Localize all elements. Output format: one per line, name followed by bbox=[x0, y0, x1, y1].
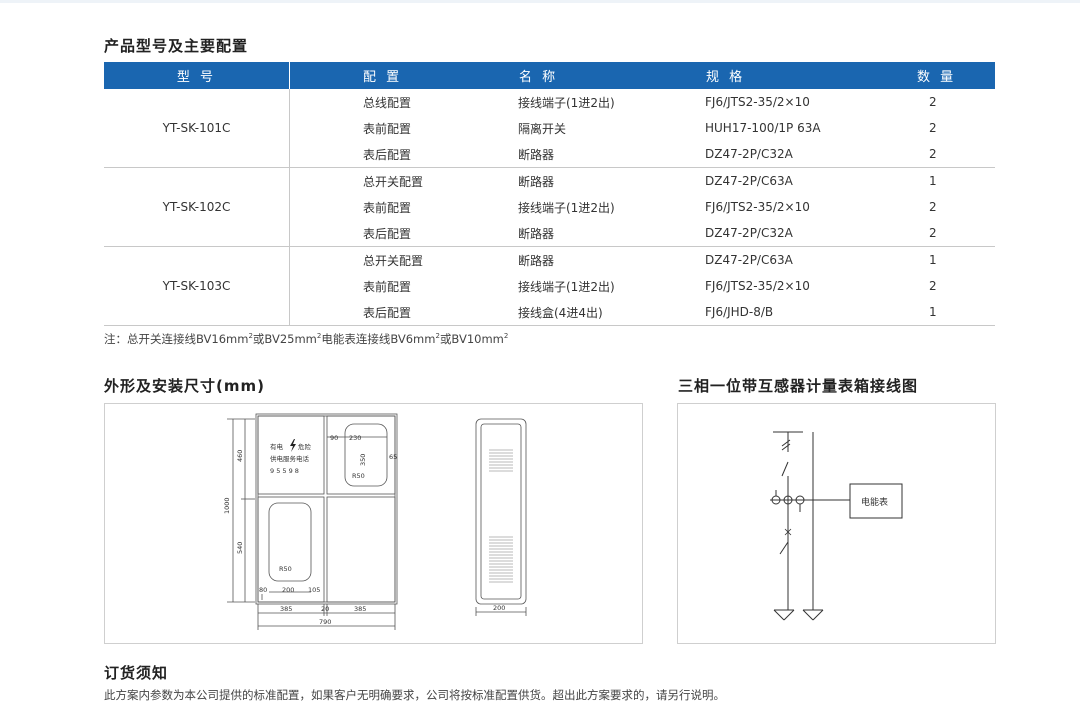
dim-385-left: 385 bbox=[280, 605, 292, 613]
warning-text-2: 供电服务电话 bbox=[270, 454, 310, 463]
table-header-row: 型 号 配 置 名 称 规 格 数 量 bbox=[104, 62, 995, 89]
table-row: 表前配置 接线端子(1进2出) FJ6/JTS2-35/2×10 2 bbox=[104, 194, 995, 220]
dim-depth: 200 bbox=[493, 604, 505, 612]
name-cell: 隔离开关 bbox=[518, 121, 567, 136]
config-cell: 总开关配置 bbox=[363, 174, 424, 189]
dim-80: 80 bbox=[259, 586, 267, 594]
dimensions-title: 外形及安装尺寸(mm) bbox=[104, 377, 265, 395]
name-cell: 断路器 bbox=[518, 253, 555, 268]
dim-105: 105 bbox=[308, 586, 320, 594]
config-cell: 表后配置 bbox=[289, 141, 518, 168]
dim-90: 90 bbox=[330, 434, 338, 442]
name-cell: 断路器 bbox=[518, 141, 705, 168]
dim-230: 230 bbox=[349, 434, 361, 442]
table-row: YT-SK-101C 总线配置 接线端子(1进2出) FJ6/JTS2-35/2… bbox=[104, 89, 995, 168]
table-row: 表后配置 断路器 DZ47-2P/C32A 2 bbox=[104, 141, 995, 168]
config-cell: 表前配置 bbox=[363, 200, 412, 215]
order-notice: 此方案内参数为本公司提供的标准配置，如果客户无明确要求，公司将按标准配置供货。超… bbox=[104, 688, 725, 702]
spec-cell: FJ6/JTS2-35/2×10 bbox=[705, 279, 810, 293]
config-cell: 表后配置 bbox=[289, 220, 518, 247]
config-cell: 表前配置 bbox=[363, 279, 412, 294]
wiring-diagram-panel: 电能表 bbox=[677, 403, 996, 644]
model-cell: YT-SK-102C bbox=[104, 167, 290, 247]
warning-text-3: 9 5 5 9 8 bbox=[270, 467, 299, 475]
meter-label: 电能表 bbox=[861, 496, 888, 508]
wiring-title: 三相一位带互感器计量表箱接线图 bbox=[678, 377, 919, 395]
header-spec: 规 格 bbox=[705, 62, 917, 89]
qty-cell: 2 bbox=[917, 141, 995, 168]
header-model: 型 号 bbox=[104, 62, 290, 89]
dimension-drawing-panel: 1000 460 540 有电 危险 供电服务电话 9 5 5 9 8 90 2… bbox=[104, 403, 643, 644]
dim-total-height: 1000 bbox=[223, 497, 231, 514]
dim-385-right: 385 bbox=[354, 605, 366, 613]
table-row: 表前配置 隔离开关 HUH17-100/1P 63A 2 bbox=[104, 115, 995, 141]
product-config-table: 型 号 配 置 名 称 规 格 数 量 YT-SK-101C 总线配置 接线端子… bbox=[104, 62, 995, 326]
wiring-diagram: 电能表 bbox=[770, 431, 903, 621]
name-cell: 断路器 bbox=[518, 220, 705, 247]
warning-text-1b: 危险 bbox=[298, 442, 312, 451]
spec-cell: DZ47-2P/C63A bbox=[705, 174, 793, 188]
dim-bottom-height: 540 bbox=[236, 542, 244, 554]
qty-cell: 2 bbox=[917, 220, 995, 247]
table-row: 表前配置 接线端子(1进2出) FJ6/JTS2-35/2×10 2 bbox=[104, 273, 995, 299]
table-row: YT-SK-103C 总开关配置 断路器 DZ47-2P/C63A 1 bbox=[104, 246, 995, 326]
products-title: 产品型号及主要配置 bbox=[104, 37, 249, 55]
qty-cell: 1 bbox=[929, 174, 937, 188]
dim-r50-bottom: R50 bbox=[279, 565, 292, 573]
name-cell: 接线盒(4进4出) bbox=[518, 299, 705, 326]
wiring-note: 注：总开关连接线BV16mm2或BV25mm2电能表连接线BV6mm2或BV10… bbox=[104, 332, 509, 346]
table-row: 表后配置 断路器 DZ47-2P/C32A 2 bbox=[104, 220, 995, 247]
dim-20: 20 bbox=[321, 605, 329, 613]
qty-cell: 2 bbox=[929, 95, 937, 109]
qty-cell: 2 bbox=[929, 121, 937, 135]
dim-side-65: 65 bbox=[389, 453, 397, 461]
model-cell: YT-SK-103C bbox=[104, 246, 290, 326]
dimension-drawing: 1000 460 540 有电 危险 供电服务电话 9 5 5 9 8 90 2… bbox=[223, 413, 527, 630]
config-cell: 表后配置 bbox=[289, 299, 518, 326]
name-cell: 接线端子(1进2出) bbox=[518, 95, 615, 110]
spec-cell: DZ47-2P/C63A bbox=[705, 253, 793, 267]
config-cell: 总线配置 bbox=[363, 95, 412, 110]
order-title: 订货须知 bbox=[104, 664, 169, 682]
lightning-icon bbox=[290, 439, 296, 452]
header-config: 配 置 bbox=[289, 62, 518, 89]
qty-cell: 2 bbox=[929, 279, 937, 293]
spec-cell: FJ6/JHD-8/B bbox=[705, 299, 917, 326]
table-row: YT-SK-102C 总开关配置 断路器 DZ47-2P/C63A 1 bbox=[104, 167, 995, 247]
dim-200-inner: 200 bbox=[282, 586, 294, 594]
spec-cell: DZ47-2P/C32A bbox=[705, 220, 917, 247]
name-cell: 接线端子(1进2出) bbox=[518, 200, 615, 215]
header-name: 名 称 bbox=[518, 62, 705, 89]
spec-cell: FJ6/JTS2-35/2×10 bbox=[705, 200, 810, 214]
dim-r50-top: R50 bbox=[352, 472, 365, 480]
spec-cell: FJ6/JTS2-35/2×10 bbox=[705, 95, 810, 109]
header-qty: 数 量 bbox=[917, 62, 995, 89]
spec-cell: DZ47-2P/C32A bbox=[705, 141, 917, 168]
spec-cell: HUH17-100/1P 63A bbox=[705, 121, 821, 135]
dim-window-h: 350 bbox=[359, 454, 367, 466]
model-cell: YT-SK-101C bbox=[104, 89, 290, 168]
qty-cell: 1 bbox=[929, 253, 937, 267]
dim-top-height: 460 bbox=[236, 450, 244, 462]
qty-cell: 1 bbox=[917, 299, 995, 326]
table-row: 表后配置 接线盒(4进4出) FJ6/JHD-8/B 1 bbox=[104, 299, 995, 326]
dim-790: 790 bbox=[319, 618, 331, 626]
qty-cell: 2 bbox=[929, 200, 937, 214]
warning-text-1a: 有电 bbox=[270, 442, 284, 451]
name-cell: 接线端子(1进2出) bbox=[518, 279, 615, 294]
top-divider bbox=[0, 0, 1080, 3]
name-cell: 断路器 bbox=[518, 174, 555, 189]
config-cell: 总开关配置 bbox=[363, 253, 424, 268]
config-cell: 表前配置 bbox=[363, 121, 412, 136]
